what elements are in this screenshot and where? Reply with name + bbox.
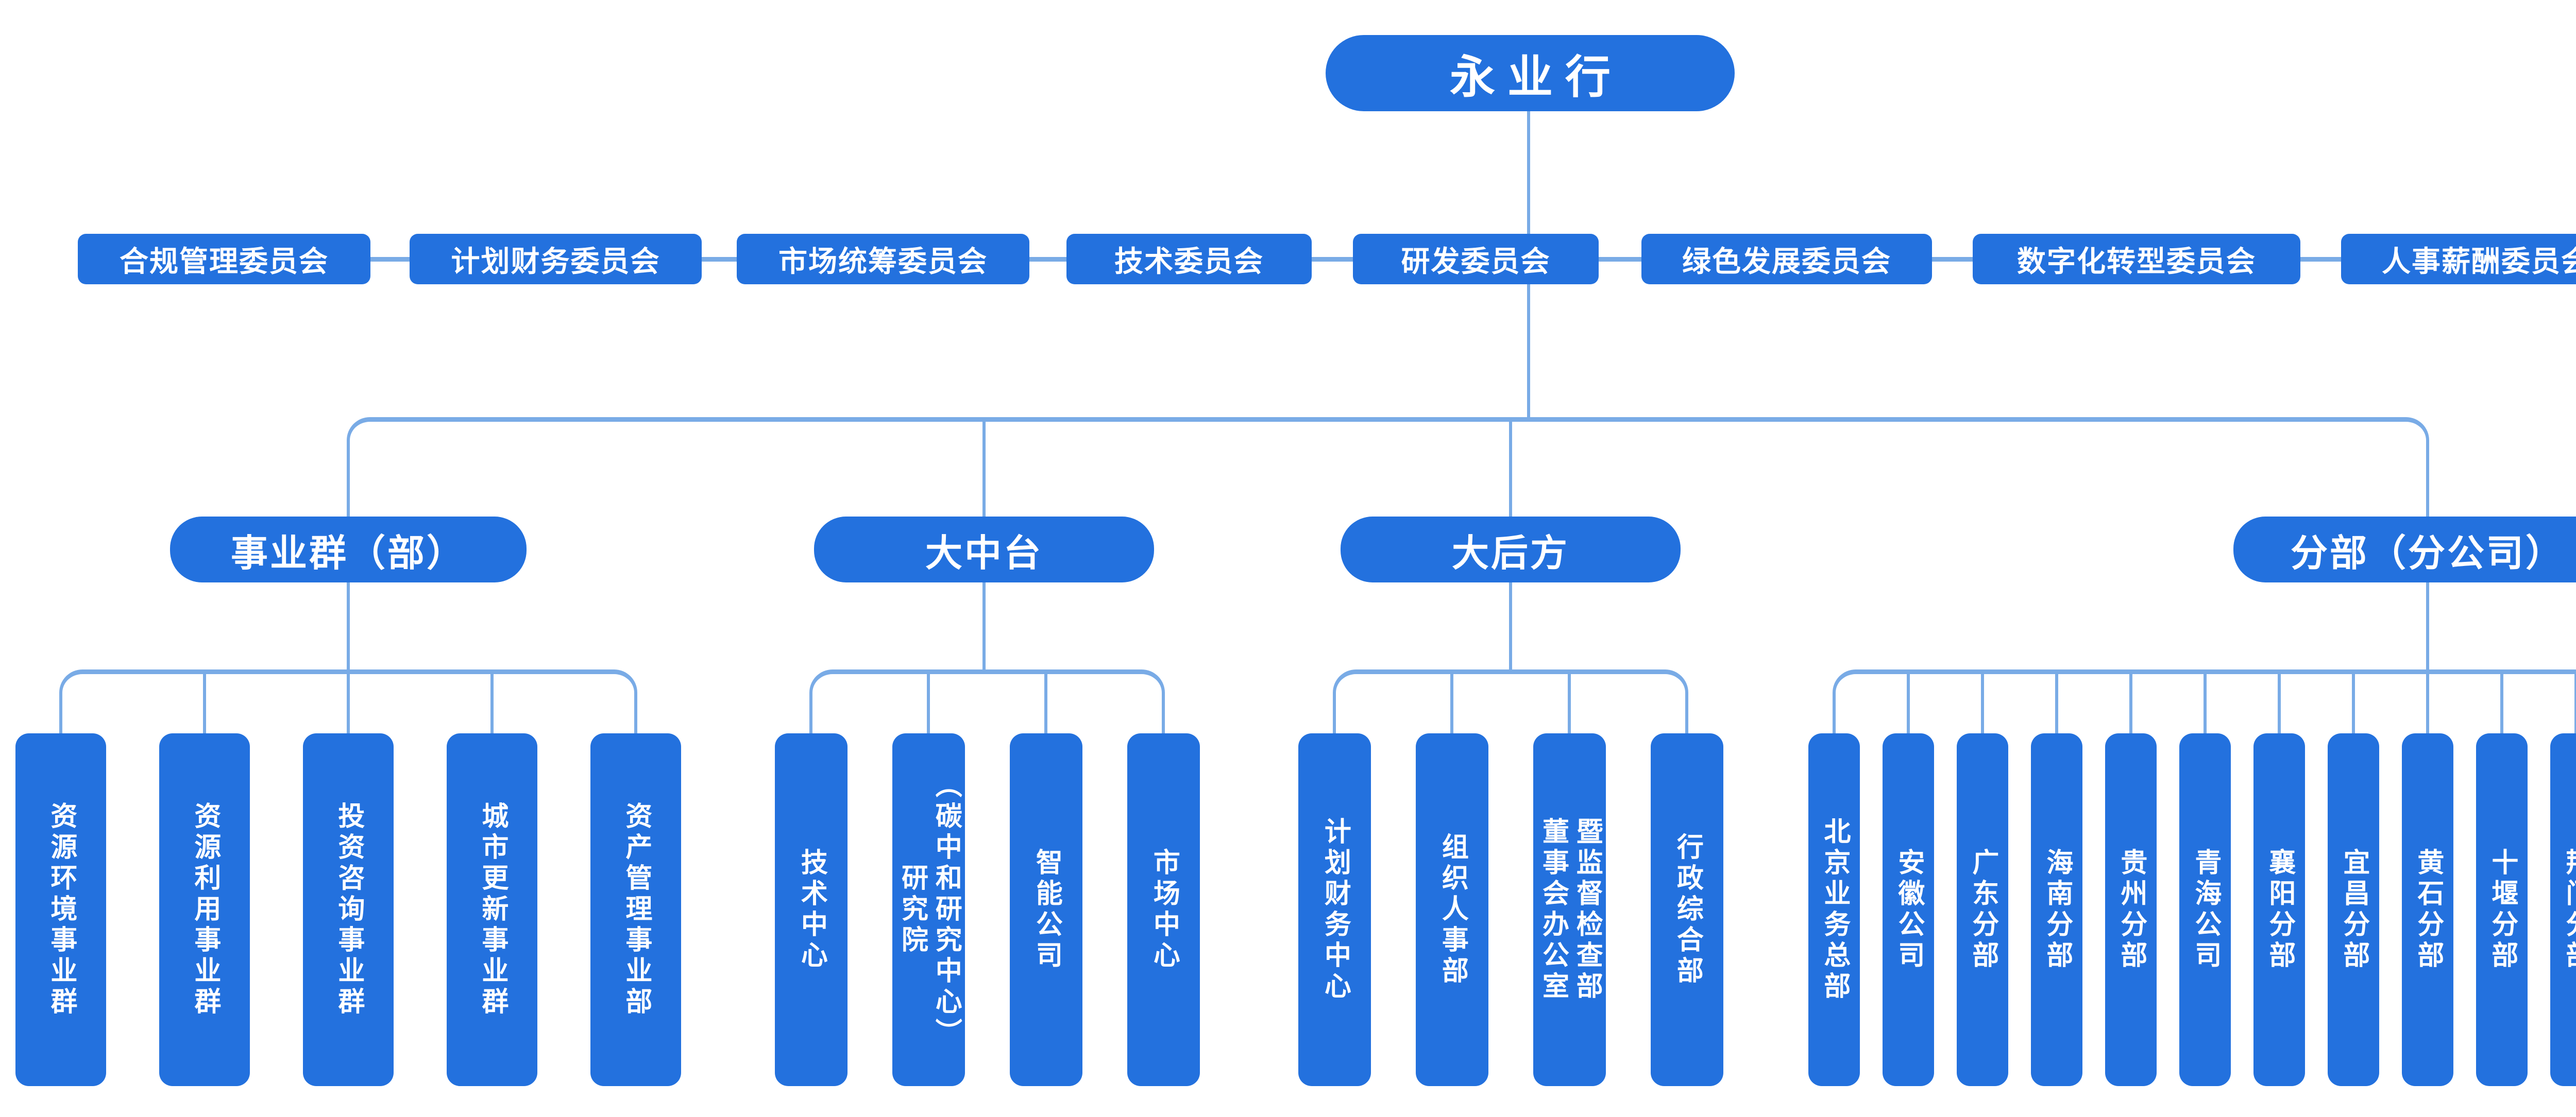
org-leaf: 十堰分部: [2476, 733, 2528, 1086]
org-leaf: 计划财务中心: [1298, 733, 1371, 1086]
committee-node: 技术委员会: [1066, 234, 1312, 284]
org-leaf: 组织人事部: [1416, 733, 1488, 1086]
org-leaf: 投资咨询事业群: [303, 733, 394, 1086]
connector-leaf-drop: [927, 674, 930, 733]
org-leaf: 智能公司: [1010, 733, 1082, 1086]
connector-leaf-drop: [2129, 674, 2132, 733]
org-leaf: 贵州分部: [2105, 733, 2157, 1086]
connector-header-drop: [982, 582, 986, 669]
connector-group-bus: [1833, 669, 2576, 733]
org-leaf: 董事会办公室暨监督检查部: [1533, 733, 1606, 1086]
connector-leaf-drop: [1907, 674, 1910, 733]
connector-leaf-drop: [2352, 674, 2355, 733]
connector-leaf-drop: [2055, 674, 2058, 733]
connector-committee-link: [2300, 257, 2341, 262]
connector-bus-drop: [1509, 421, 1512, 517]
org-leaf: 城市更新事业群: [447, 733, 537, 1086]
connector-leaf-drop: [490, 674, 494, 733]
connector-committee-link: [370, 257, 410, 262]
committee-node: 计划财务委员会: [410, 234, 702, 284]
connector-leaf-drop: [1981, 674, 1984, 733]
connector-committee-link: [1932, 257, 1973, 262]
committee-node: 研发委员会: [1353, 234, 1599, 284]
connector-group-bus: [59, 669, 637, 733]
org-leaf: 资产管理事业部: [590, 733, 681, 1086]
org-leaf: 襄阳分部: [2253, 733, 2305, 1086]
committee-node: 数字化转型委员会: [1973, 234, 2300, 284]
connector-committee-link: [1599, 257, 1641, 262]
root-node: 永业行: [1326, 35, 1735, 111]
org-leaf: 青海公司: [2179, 733, 2231, 1086]
connector-committee-link: [702, 257, 737, 262]
org-leaf: 广东分部: [1957, 733, 2008, 1086]
org-leaf: 市场中心: [1127, 733, 1200, 1086]
org-leaf: 海南分部: [2031, 733, 2082, 1086]
connector-leaf-drop: [1568, 674, 1571, 733]
connector-leaf-drop: [2500, 674, 2503, 733]
committee-node: 人事薪酬委员会: [2341, 234, 2576, 284]
connector-header-drop: [347, 582, 350, 669]
branch-header: 大后方: [1341, 517, 1681, 582]
connector-leaf-drop: [2426, 674, 2429, 733]
org-leaf: 资源环境事业群: [15, 733, 106, 1086]
connector-leaf-drop: [347, 674, 350, 733]
committee-node: 市场统筹委员会: [737, 234, 1029, 284]
org-leaf: 宜昌分部: [2328, 733, 2379, 1086]
branch-header: 分部（分公司）: [2233, 517, 2576, 582]
connector-main-bus: [347, 417, 2429, 517]
connector-bus-drop: [982, 421, 986, 517]
connector-leaf-drop: [2278, 674, 2281, 733]
connector-leaf-drop: [1044, 674, 1047, 733]
connector-leaf-drop: [203, 674, 206, 733]
connector-header-drop: [2426, 582, 2429, 669]
branch-header: 事业群（部）: [170, 517, 527, 582]
org-leaf: 资源利用事业群: [159, 733, 250, 1086]
committee-node: 合规管理委员会: [78, 234, 370, 284]
org-leaf: 行政综合部: [1651, 733, 1723, 1086]
connector-header-drop: [1509, 582, 1512, 669]
org-leaf: 安徽公司: [1883, 733, 1934, 1086]
connector-group-bus: [1333, 669, 1688, 733]
branch-header: 大中台: [814, 517, 1154, 582]
org-leaf: 技术中心: [775, 733, 848, 1086]
connector-committee-link: [1312, 257, 1353, 262]
connector-leaf-drop: [1450, 674, 1453, 733]
committee-node: 绿色发展委员会: [1641, 234, 1932, 284]
org-leaf: 北京业务总部: [1808, 733, 1860, 1086]
org-leaf: 研究院（碳中和研究中心）: [892, 733, 965, 1086]
org-leaf: 荆门分部: [2550, 733, 2576, 1086]
org-leaf: 黄石分部: [2402, 733, 2453, 1086]
connector-group-bus: [809, 669, 1165, 733]
connector-leaf-drop: [2574, 674, 2576, 733]
connector-leaf-drop: [2204, 674, 2207, 733]
connector-committee-link: [1029, 257, 1066, 262]
